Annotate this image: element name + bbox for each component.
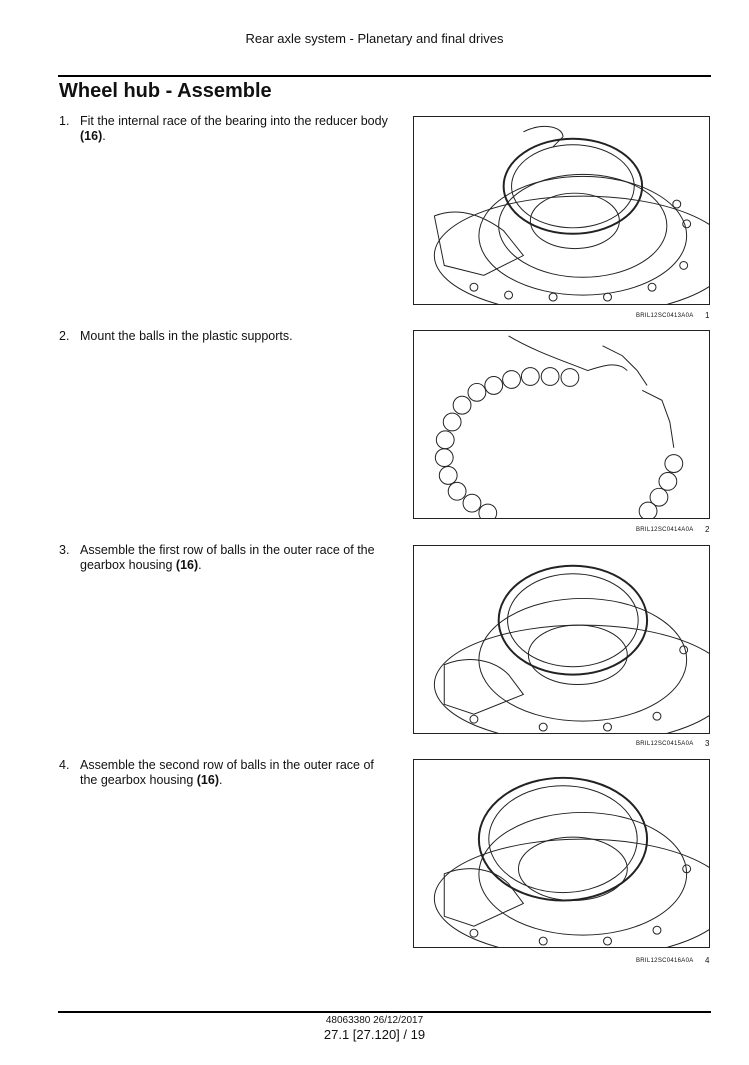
figure-code: BRIL12SC0415A0A: [636, 741, 694, 747]
second-row-balls-illustration: [433, 776, 709, 947]
step-number: 4.: [59, 758, 70, 772]
part-ref: (16): [80, 129, 103, 143]
figure-number: 3: [705, 739, 710, 748]
header-rule: [58, 75, 711, 77]
step-number: 3.: [59, 543, 70, 557]
figure-number: 4: [705, 956, 710, 965]
figure-number: 2: [705, 525, 710, 534]
step-text: Assemble the first row of balls in the o…: [80, 543, 375, 572]
footer-doc-info: 48063380 26/12/2017: [325, 1015, 424, 1026]
step-number: 2.: [59, 329, 70, 343]
figure-code: BRIL12SC0416A0A: [636, 958, 694, 964]
step-text: Assemble the second row of balls in the …: [80, 758, 374, 787]
part-ref: (16): [196, 773, 219, 787]
figure-1-illustration: [413, 116, 710, 305]
figure-3-illustration: [413, 545, 710, 734]
balls-supports-illustration: [434, 335, 684, 518]
part-ref: (16): [175, 558, 199, 572]
step-text: Mount the balls in the plastic supports.: [80, 329, 293, 343]
figure-number: 1: [705, 311, 710, 320]
figure-code: BRIL12SC0413A0A: [636, 313, 694, 319]
page-header-title: Rear axle system - Planetary and final d…: [245, 31, 504, 46]
figure-code: BRIL12SC0414A0A: [636, 527, 694, 533]
footer-page-number: 27.1 [27.120] / 19: [323, 1027, 426, 1042]
bearing-race-illustration: [433, 125, 709, 304]
first-row-balls-illustration: [433, 564, 709, 733]
footer-rule: [58, 1011, 711, 1013]
step-text: Fit the internal race of the bearing int…: [80, 114, 388, 143]
section-title: Wheel hub - Assemble: [59, 80, 272, 102]
figure-2-illustration: [413, 330, 710, 519]
step-number: 1.: [59, 114, 70, 128]
figure-4-illustration: [413, 759, 710, 948]
